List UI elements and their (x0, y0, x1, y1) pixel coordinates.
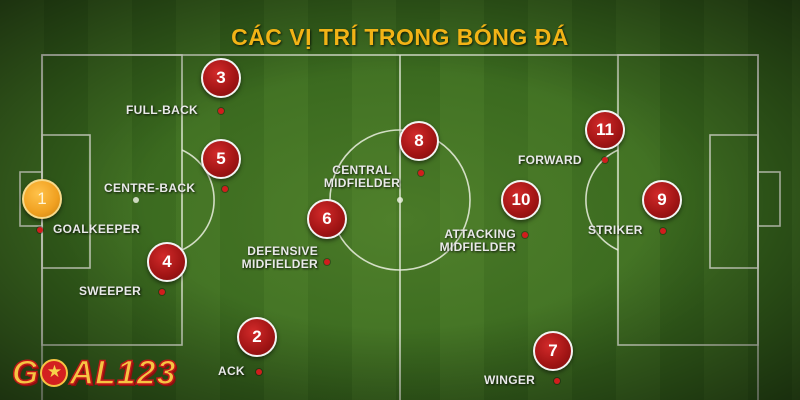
position-label-goalkeeper: GOALKEEPER (53, 222, 141, 236)
centre-spot (397, 197, 403, 203)
position-marker-central-midfielder: 8 (399, 121, 439, 161)
label-dot (660, 228, 666, 234)
position-marker-attacking-midfielder: 10 (501, 180, 541, 220)
right-goal (757, 171, 781, 227)
position-label-sweeper: SWEEPER (79, 284, 142, 298)
label-dot (159, 289, 165, 295)
position-marker-striker: 9 (642, 180, 682, 220)
label-line-1: ATTACKING (444, 227, 516, 241)
label-dot (324, 259, 330, 265)
position-label-centre-back: CENTRE-BACK (104, 181, 196, 195)
position-label-winger: WINGER (484, 373, 536, 387)
logo-text-right: AL123 (69, 353, 177, 393)
label-dot (522, 232, 528, 238)
position-label-striker: STRIKER (588, 223, 643, 237)
label-line-1: DEFENSIVE (247, 244, 318, 258)
position-label-attacking-midfielder: ATTACKING MIDFIELDER (418, 228, 516, 254)
label-dot (256, 369, 262, 375)
position-label-forward: FORWARD (518, 153, 582, 167)
label-dot (554, 378, 560, 384)
position-label-back: ACK (218, 364, 245, 378)
label-line-2: MIDFIELDER (323, 176, 401, 190)
goal123-logo: G AL123 (11, 353, 177, 393)
page-title: CÁC VỊ TRÍ TRONG BÓNG ĐÁ (231, 24, 569, 50)
position-label-defensive-midfielder: DEFENSIVE MIDFIELDER (222, 245, 318, 271)
left-penalty-box (41, 54, 183, 346)
position-marker-full-back: 3 (201, 58, 241, 98)
position-marker-back: 2 (237, 317, 277, 357)
right-penalty-box (617, 54, 759, 346)
label-dot (418, 170, 424, 176)
position-label-central-midfielder: CENTRAL MIDFIELDER (310, 164, 414, 190)
label-line-2: MIDFIELDER (241, 257, 318, 271)
position-marker-centre-back: 5 (201, 139, 241, 179)
position-marker-defensive-midfielder: 6 (307, 199, 347, 239)
label-dot (37, 227, 43, 233)
left-penalty-spot (133, 197, 139, 203)
position-marker-goalkeeper: 1 (22, 179, 62, 219)
label-dot (602, 157, 608, 163)
position-label-full-back: FULL-BACK (126, 103, 199, 117)
logo-text-left: G (11, 353, 40, 393)
label-line-2: MIDFIELDER (439, 240, 516, 254)
position-marker-forward: 11 (585, 110, 625, 150)
position-marker-winger: 7 (533, 331, 573, 371)
position-marker-sweeper: 4 (147, 242, 187, 282)
star-ball-icon (40, 359, 69, 387)
label-dot (222, 186, 228, 192)
label-line-1: CENTRAL (332, 163, 392, 177)
label-dot (218, 108, 224, 114)
right-goal-box (709, 134, 759, 269)
